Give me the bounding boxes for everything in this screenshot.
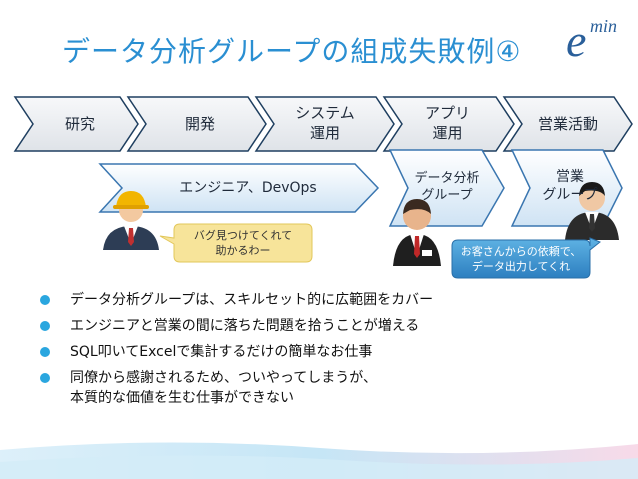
bullet-dot-icon — [40, 373, 50, 383]
sales-person-icon — [565, 182, 619, 240]
data-group-label: データ分析 グループ — [414, 171, 480, 203]
logo-letter: e — [566, 15, 586, 66]
bullet-dot-icon — [40, 295, 50, 305]
bullet-dot-icon — [40, 347, 50, 357]
stage-label-system-ops: システム 運用 — [295, 104, 355, 142]
data-analyst-person-icon — [393, 199, 441, 266]
engineer-band-label: エンジニア、DevOps — [179, 180, 317, 196]
stage-chevron-system-ops — [254, 96, 395, 152]
engineer-speech-bubble — [159, 223, 313, 263]
engineer-person-icon — [103, 191, 159, 250]
bullet-item: エンジニアと営業の間に落ちた問題を拾うことが増える — [40, 316, 600, 336]
stage-label-research: 研究 — [64, 115, 95, 133]
engineer-band-arrow — [98, 163, 380, 213]
stage-chevron-development — [126, 96, 267, 152]
pipeline-diagram — [13, 96, 633, 279]
sales-callout-text: お客さんからの依頼で、 データ出力してくれ — [460, 245, 582, 273]
engineer-callout-text: バグ見つけてくれて 助かるわー — [193, 229, 293, 257]
sales-group-label: 営業 グループ — [542, 169, 598, 203]
bullet-list: データ分析グループは、スキルセット的に広範囲をカバー エンジニアと営業の間に落ち… — [40, 290, 600, 414]
logo-superscript: min — [590, 16, 617, 36]
stage-label-sales: 営業活動 — [537, 115, 598, 133]
stage-chevron-app-ops — [382, 96, 515, 152]
bullet-item: データ分析グループは、スキルセット的に広範囲をカバー — [40, 290, 600, 310]
bullet-item: SQL叩いてExcelで集計するだけの簡単なお仕事 — [40, 342, 600, 362]
page-title: データ分析グループの組成失敗例④ — [62, 35, 522, 68]
stage-label-development: 開発 — [184, 115, 215, 133]
stage-chevron-sales — [502, 96, 633, 152]
bullet-dot-icon — [40, 321, 50, 331]
decorative-bottom-band — [0, 442, 638, 479]
bullet-item: 同僚から感謝されるため、ついやってしまうが、 本質的な価値を生む仕事ができない — [40, 368, 600, 408]
sales-speech-bubble — [451, 237, 601, 279]
stage-chevron-research — [13, 96, 139, 152]
emin-logo: e min — [566, 15, 617, 66]
stage-label-app-ops: アプリ 運用 — [424, 104, 470, 142]
